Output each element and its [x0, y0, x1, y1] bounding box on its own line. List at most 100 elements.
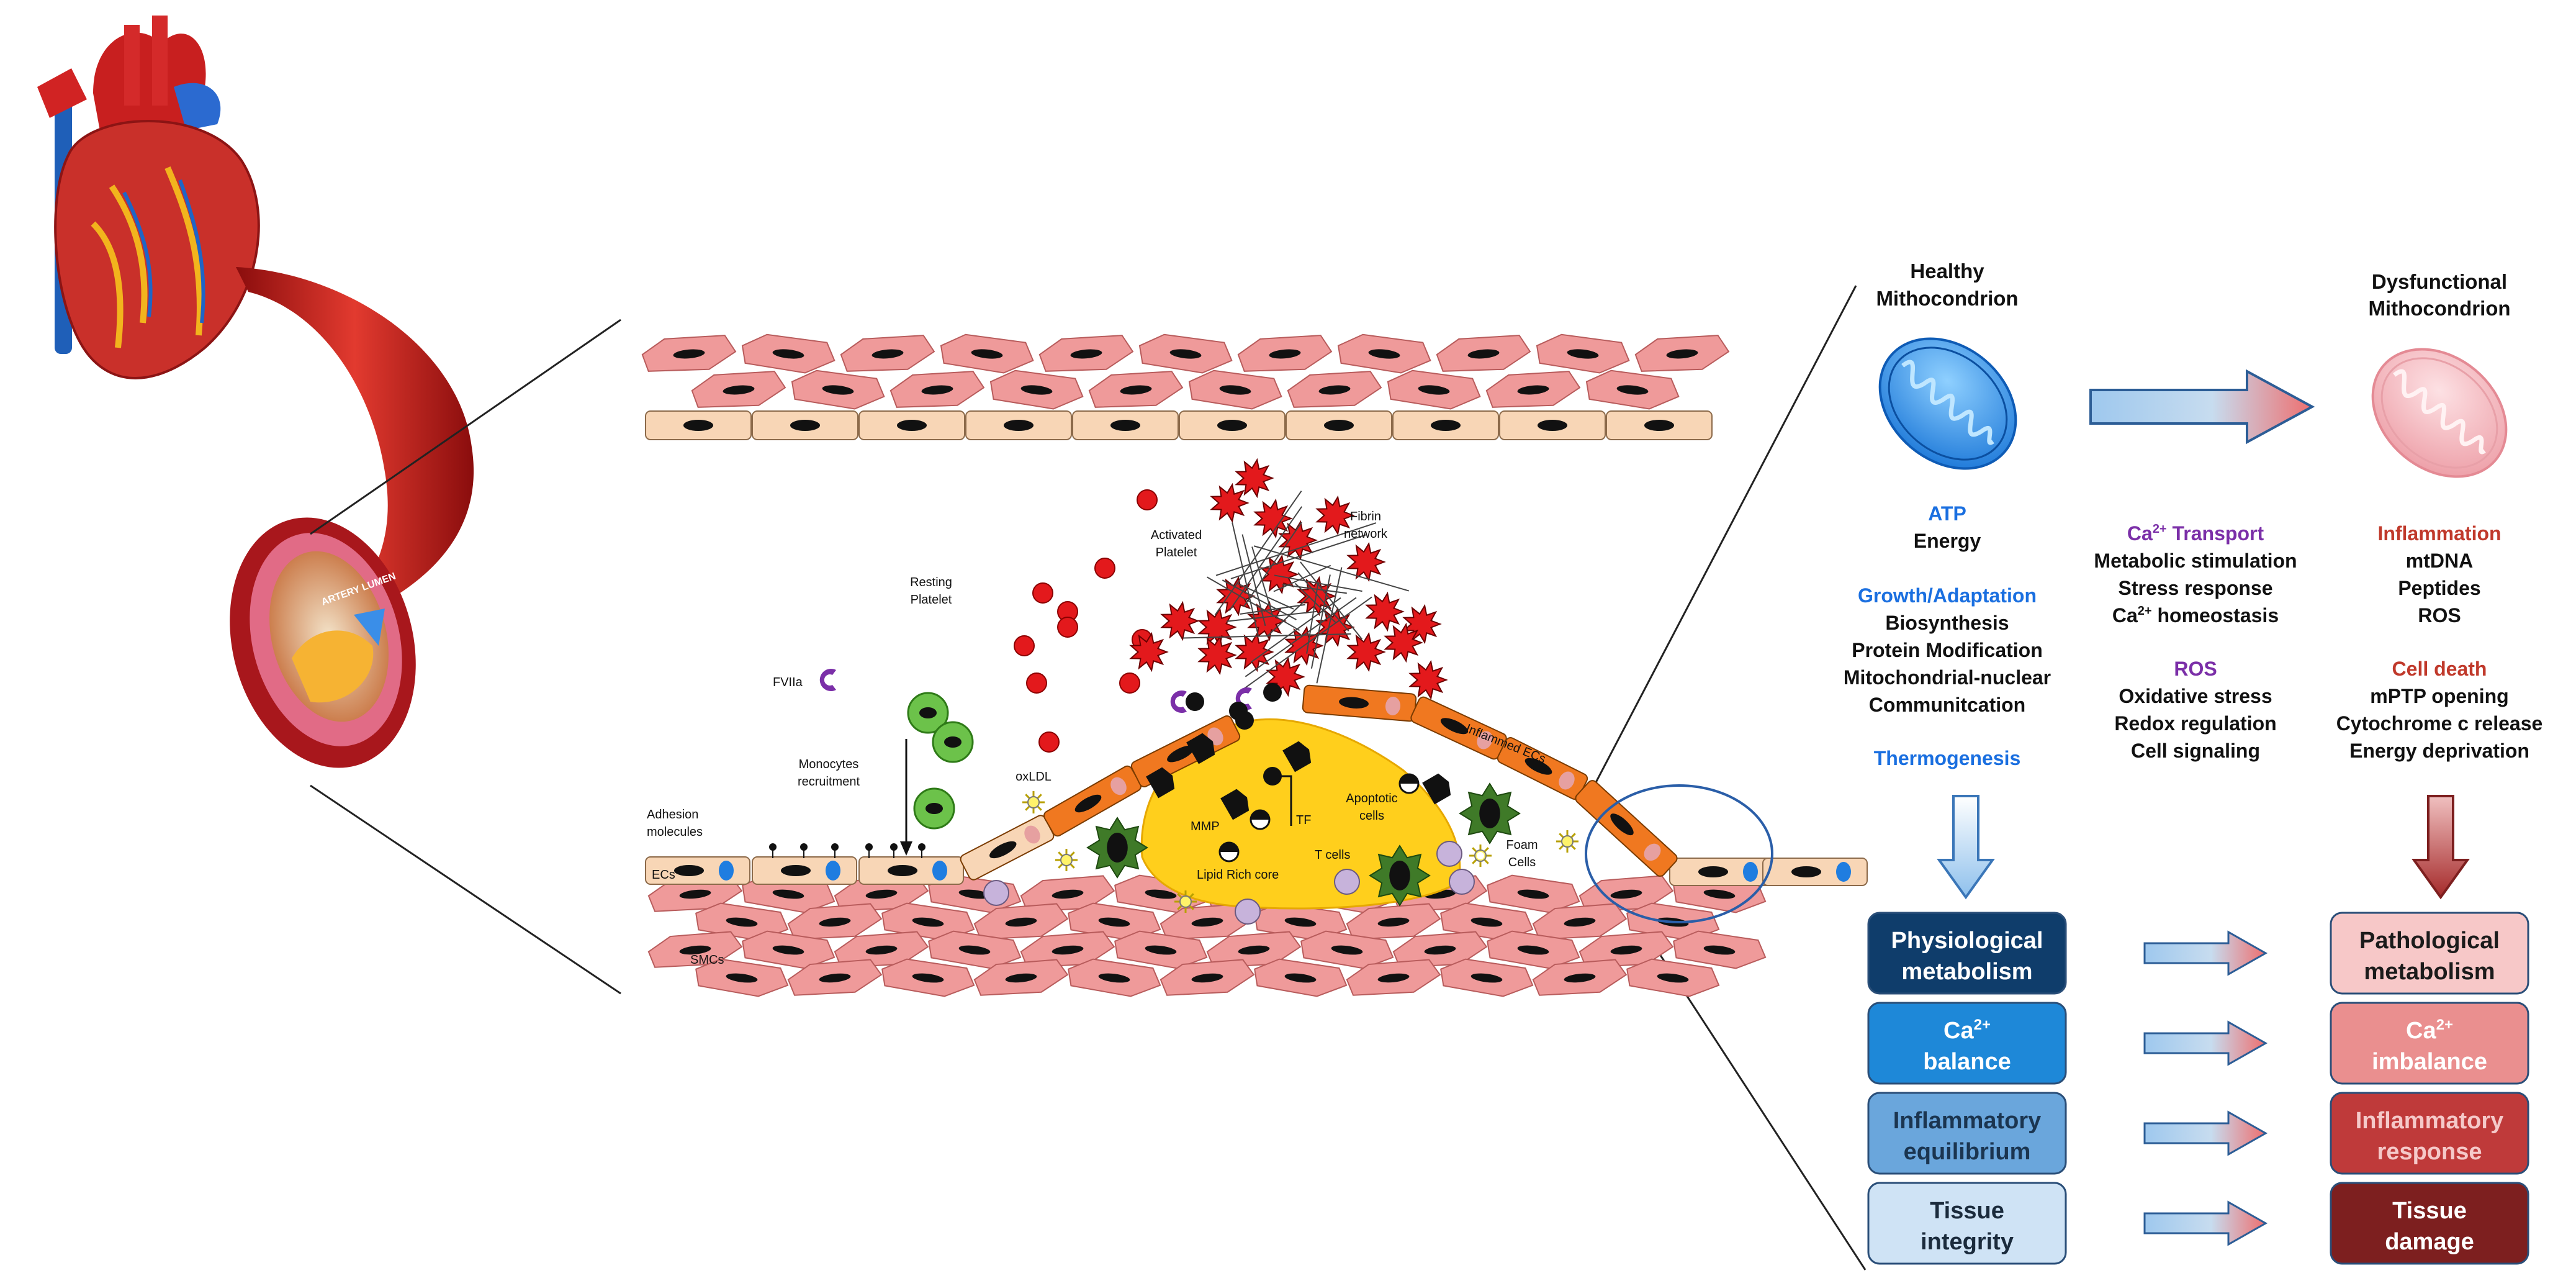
activated-platelet-icon	[1235, 632, 1274, 672]
tf-receptor-icon	[1263, 683, 1282, 702]
lower-smc-cell	[1440, 958, 1534, 997]
activated-platelet-icon	[1315, 495, 1355, 536]
cell-death-item-1: mPTP opening	[2370, 685, 2508, 707]
tf-receptor-icon	[1186, 692, 1204, 711]
lower-smc-cell	[1346, 959, 1441, 996]
inflamed-ec-nucleus	[1524, 758, 1552, 775]
tf-receptor-icon	[1235, 711, 1254, 730]
smc-nucleus	[865, 889, 898, 899]
healthy-outcome-line2: metabolism	[1901, 959, 2032, 985]
fibrin-strand	[1243, 522, 1302, 607]
macrophage-icon	[1369, 845, 1431, 907]
heart-pulmonary	[174, 83, 221, 130]
smc-nucleus	[958, 889, 991, 899]
upper-smc-cell	[1237, 335, 1333, 372]
t-cell-icon	[1449, 869, 1475, 895]
oxldl-ray	[1037, 805, 1042, 811]
inflamed-ec-nucleus	[989, 841, 1017, 859]
smc-nucleus	[1616, 385, 1649, 395]
ca-transport-suffix: Transport	[2167, 522, 2264, 545]
smc-nucleus	[772, 889, 804, 899]
smc-nucleus	[1703, 889, 1736, 899]
macrophage-nucleus	[1107, 833, 1128, 863]
upper-smc-cell	[1287, 371, 1382, 408]
activated-platelet-icon	[1408, 659, 1448, 700]
inflamed-ec-mitochondrion	[1477, 731, 1493, 749]
dysfunctional-outcome-box-bg	[2330, 1092, 2529, 1175]
smc-nucleus	[1145, 945, 1177, 955]
growth-heading: Growth/Adaptation	[1858, 584, 2037, 607]
upper-endothelial-cell	[1179, 410, 1286, 440]
adhesion-molecule	[800, 843, 808, 851]
lower-smc-cell	[1300, 930, 1394, 969]
oxldl-ray	[1559, 845, 1564, 850]
smc-nucleus	[673, 349, 705, 359]
fibrin-strand	[1226, 610, 1318, 622]
dysfunctional-outcome-line1-text: Ca	[2406, 1018, 2436, 1044]
oxldl-ray	[1189, 905, 1194, 910]
upper-smc-cell	[741, 333, 835, 374]
oxldl-icon	[1055, 849, 1078, 871]
smc-nucleus	[1284, 917, 1317, 927]
t-cell-icon	[1235, 899, 1261, 925]
growth-item-2: Protein Modification	[1852, 639, 2043, 661]
endothelial-nucleus	[1431, 420, 1461, 431]
macrophage-nucleus	[1479, 799, 1500, 828]
smc-nucleus	[726, 917, 758, 927]
smc-nucleus	[1517, 385, 1549, 395]
upper-smc-cell	[840, 335, 935, 372]
resting-platelet	[1038, 731, 1060, 753]
oxldl-label: oxLDL	[1016, 770, 1052, 784]
lower-smc-cell	[1254, 958, 1348, 997]
upper-smc-cell	[1138, 333, 1233, 374]
activated-platelet-icon	[1197, 635, 1237, 676]
recruitment-arrow-head	[900, 841, 912, 856]
heart-coronary-vessels	[122, 179, 205, 324]
lower-smc-cell	[1487, 874, 1580, 913]
zoom-line-mito-top	[1582, 285, 1857, 808]
smc-nucleus	[1567, 349, 1599, 359]
smc-nucleus	[1191, 973, 1223, 983]
upper-endothelial-cell	[1499, 410, 1606, 440]
dysfunctional-down-arrow	[2412, 795, 2470, 900]
smc-nucleus	[1424, 945, 1456, 955]
oxldl-icon	[1556, 830, 1578, 853]
foam-cells-label-1: Foam	[1506, 838, 1538, 852]
adhesion-molecule	[831, 843, 839, 851]
lower-endothelial-cell	[1762, 858, 1868, 886]
t-cell-icon	[1334, 869, 1360, 895]
smc-nucleus	[1052, 945, 1084, 955]
monocytes-label-2: recruitment	[798, 775, 860, 789]
heart-artery-branch-3	[37, 68, 87, 118]
oxldl-core	[1561, 835, 1574, 848]
lower-smc-cell	[1578, 931, 1674, 968]
lower-smc-cell	[695, 958, 789, 997]
lower-smc-cell	[1114, 930, 1208, 969]
transition-endothelial-cell	[960, 815, 1055, 881]
dysfunctional-outcome-line1-text: Inflammatory	[2356, 1108, 2504, 1134]
inflamed-ec-mitochondrion	[1559, 771, 1575, 790]
endothelial-nucleus	[1791, 866, 1821, 877]
healthy-outcome-line2: balance	[1923, 1049, 2011, 1075]
dysfunctional-outcome-line2: damage	[2385, 1229, 2474, 1255]
lower-smc-cell	[1160, 959, 1255, 996]
upper-smc-cell	[1485, 371, 1581, 408]
dysfunctional-outcome-line1: Tissue	[2392, 1198, 2467, 1224]
t-cell-icon	[1436, 841, 1462, 867]
lower-smc-cell	[881, 902, 975, 941]
lower-smc-cell	[1068, 958, 1161, 997]
smc-nucleus	[971, 349, 1003, 359]
oxldl-core	[1060, 854, 1073, 866]
activated-platelet-icon	[1346, 632, 1386, 672]
upper-endothelial-cell	[1392, 410, 1499, 440]
smc-nucleus	[1145, 889, 1177, 899]
activated-platelet-icon	[1210, 482, 1250, 523]
ca-homeostasis-suffix: homeostasis	[2152, 604, 2279, 627]
inflamed-ec-6	[1575, 780, 1678, 877]
oxldl-core	[1027, 796, 1040, 808]
heart-illustration	[37, 16, 260, 379]
activated-platelet-icon	[1278, 520, 1318, 561]
lower-smc-cell	[973, 959, 1069, 996]
